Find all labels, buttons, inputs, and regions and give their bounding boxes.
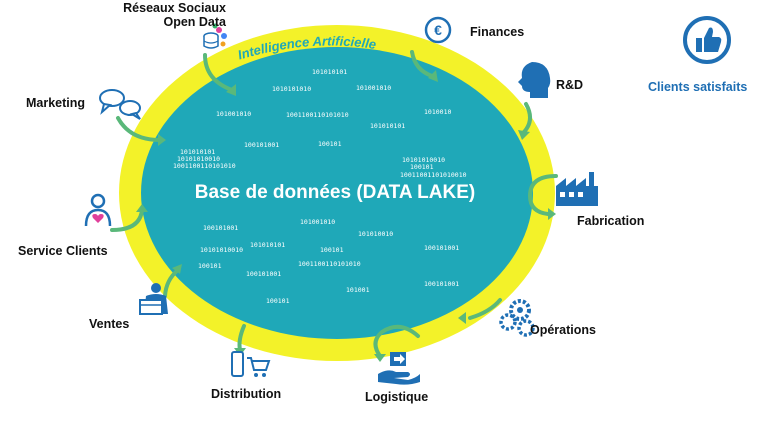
label-operations: Opérations [530, 323, 596, 337]
arrow [410, 50, 434, 78]
arrow [163, 268, 180, 298]
arrowhead [158, 134, 166, 146]
binary-fragment: 10011001101010010 [400, 171, 467, 179]
binary-fragment: 10101010010 [177, 155, 220, 163]
arrow-heads [136, 70, 556, 362]
thumbs-up-icon [683, 16, 731, 64]
euro-icon: € [424, 16, 452, 44]
label-ventes: Ventes [89, 317, 130, 331]
binary-fragment: 100101 [320, 246, 344, 254]
label-distribution: Distribution [211, 387, 282, 401]
binary-fragment: 101010101 [180, 148, 215, 156]
label-social-open-data: Réseaux Sociaux Open Data [96, 1, 226, 29]
factory-icon [556, 172, 598, 206]
database-social-icon [203, 23, 227, 49]
binary-fragment: 10101010010 [200, 246, 243, 254]
binary-fragment: 100101001 [246, 270, 281, 278]
binary-fragment: 100101 [266, 297, 290, 305]
arrow [116, 116, 162, 142]
svg-text:€: € [434, 22, 442, 38]
head-profile-icon [518, 62, 551, 98]
arrow [203, 53, 234, 92]
binary-fragment: 100101001 [203, 224, 238, 232]
customer-heart-icon [84, 193, 112, 227]
arrowhead [548, 208, 556, 220]
arrow [468, 298, 502, 320]
binary-fragment: 101001010 [216, 110, 251, 118]
clients-satisfaits-label: Clients satisfaits [648, 80, 748, 94]
binary-fragment: 1010101010 [272, 85, 311, 93]
flow-arrows [110, 50, 558, 358]
binary-fragment: 101010101 [312, 68, 347, 76]
binary-fragment: 100101001 [424, 280, 459, 288]
delivery-hand-icon [378, 352, 420, 385]
binary-fragment: 101001010 [356, 84, 391, 92]
binary-fragment: 100101 [410, 163, 434, 171]
binary-fragment: 100101001 [244, 141, 279, 149]
mobile-cart-icon [231, 351, 271, 377]
binary-fragment: 100101 [198, 262, 222, 270]
binary-fragment: 1001100110101010 [286, 111, 349, 119]
binary-fragment: 101010010 [358, 230, 393, 238]
binary-fragment: 100101001 [424, 244, 459, 252]
arrow [110, 208, 144, 232]
arrowhead [172, 264, 182, 274]
arrow [522, 102, 532, 134]
label-finances: Finances [470, 25, 525, 39]
data-lake-ellipse [141, 47, 533, 339]
label-line: Open Data [163, 15, 226, 29]
label-logistique: Logistique [365, 390, 429, 404]
data-lake-title: Base de données (DATA LAKE) [194, 182, 476, 203]
binary-fragment: 1001100110101010 [298, 260, 361, 268]
arrowhead [226, 84, 236, 96]
label-rd: R&D [556, 78, 584, 92]
binary-fragments: 101010101 1010101010 101001010 101001010… [173, 68, 467, 305]
binary-fragment: 1010010 [424, 108, 451, 116]
arrowhead [428, 70, 438, 82]
gears-icon [499, 299, 535, 337]
binary-fragment: 101010101 [250, 241, 285, 249]
label-service-clients: Service Clients [18, 244, 108, 258]
binary-fragment: 10101010010 [402, 156, 445, 164]
label-marketing: Marketing [26, 96, 86, 110]
binary-fragment: 101010101 [370, 122, 405, 130]
arrowhead [518, 130, 530, 140]
binary-fragment: 101001010 [300, 218, 335, 226]
binary-fragment: 101001 [346, 286, 370, 294]
arrow [527, 174, 558, 216]
binary-fragment: 1001100110101010 [173, 162, 236, 170]
arrowhead [136, 204, 148, 212]
arrowhead [458, 312, 466, 324]
arrowhead [374, 354, 386, 362]
label-line: Réseaux Sociaux [123, 1, 226, 15]
speech-bubbles-icon [99, 89, 141, 120]
binary-fragment: 100101 [318, 140, 342, 148]
arrow [373, 324, 420, 358]
label-fabrication: Fabrication [577, 214, 645, 228]
seller-box-icon [139, 283, 168, 315]
